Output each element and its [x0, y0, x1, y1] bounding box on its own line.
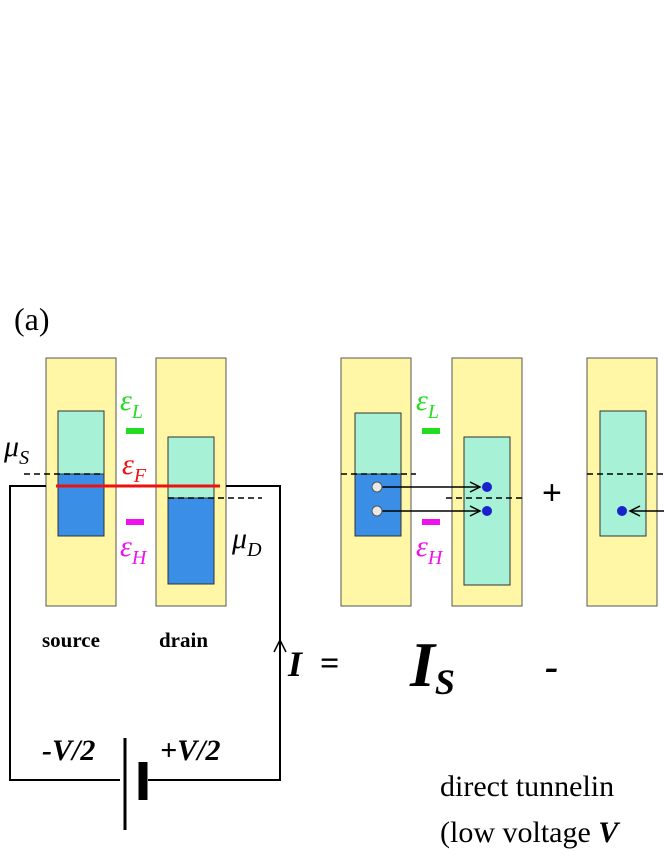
- lumo-label: εL: [120, 384, 143, 423]
- equation-source-term: IS: [409, 629, 455, 702]
- circuit-wire: [9, 485, 281, 781]
- caption-line2: (low voltage V: [440, 816, 621, 849]
- drain-label: drain: [159, 628, 208, 652]
- battery-right-label: +V/2: [160, 734, 220, 767]
- mid-source-empty-states: [354, 412, 402, 475]
- left-junction: εL εF εH μS μD source drain -V/2 +V/2: [3, 357, 287, 830]
- hole-upper: [371, 481, 383, 493]
- hole-lower: [371, 505, 383, 517]
- drain-filled-states: [167, 497, 215, 585]
- current-arrow: [273, 638, 287, 653]
- electron-lower: [482, 506, 492, 516]
- mid-homo-level: [422, 519, 440, 525]
- mu-s-label: μS: [3, 430, 29, 469]
- homo-label: εH: [120, 530, 148, 569]
- source-label: source: [42, 628, 100, 652]
- middle-junction: εL εH: [340, 357, 523, 607]
- mid-lumo-level: [422, 428, 440, 434]
- fermi-label: εF: [122, 448, 147, 487]
- source-empty-states: [57, 410, 105, 475]
- battery-left-label: -V/2: [42, 734, 95, 767]
- equation-equals: =: [320, 645, 339, 682]
- mu-d-label: μD: [231, 522, 262, 561]
- panel-label: (a): [14, 301, 50, 337]
- drain-empty-states: [167, 436, 215, 499]
- right-arrowhead: [628, 505, 641, 517]
- mid-lumo-label: εL: [416, 384, 439, 423]
- lumo-level: [126, 428, 144, 434]
- source-filled-states: [57, 473, 105, 537]
- plus-sign: +: [542, 474, 562, 512]
- tunnel-arrowhead-lower: [469, 505, 482, 517]
- equation-minus: -: [545, 644, 558, 689]
- electron-upper: [482, 482, 492, 492]
- mid-homo-label: εH: [416, 530, 444, 569]
- right-electron: [617, 506, 627, 516]
- homo-level: [126, 519, 144, 525]
- tunnel-arrowhead-upper: [469, 481, 482, 493]
- right-junction: [586, 357, 664, 607]
- equation-current: I: [287, 644, 304, 684]
- caption-line1: direct tunnelin: [440, 770, 614, 803]
